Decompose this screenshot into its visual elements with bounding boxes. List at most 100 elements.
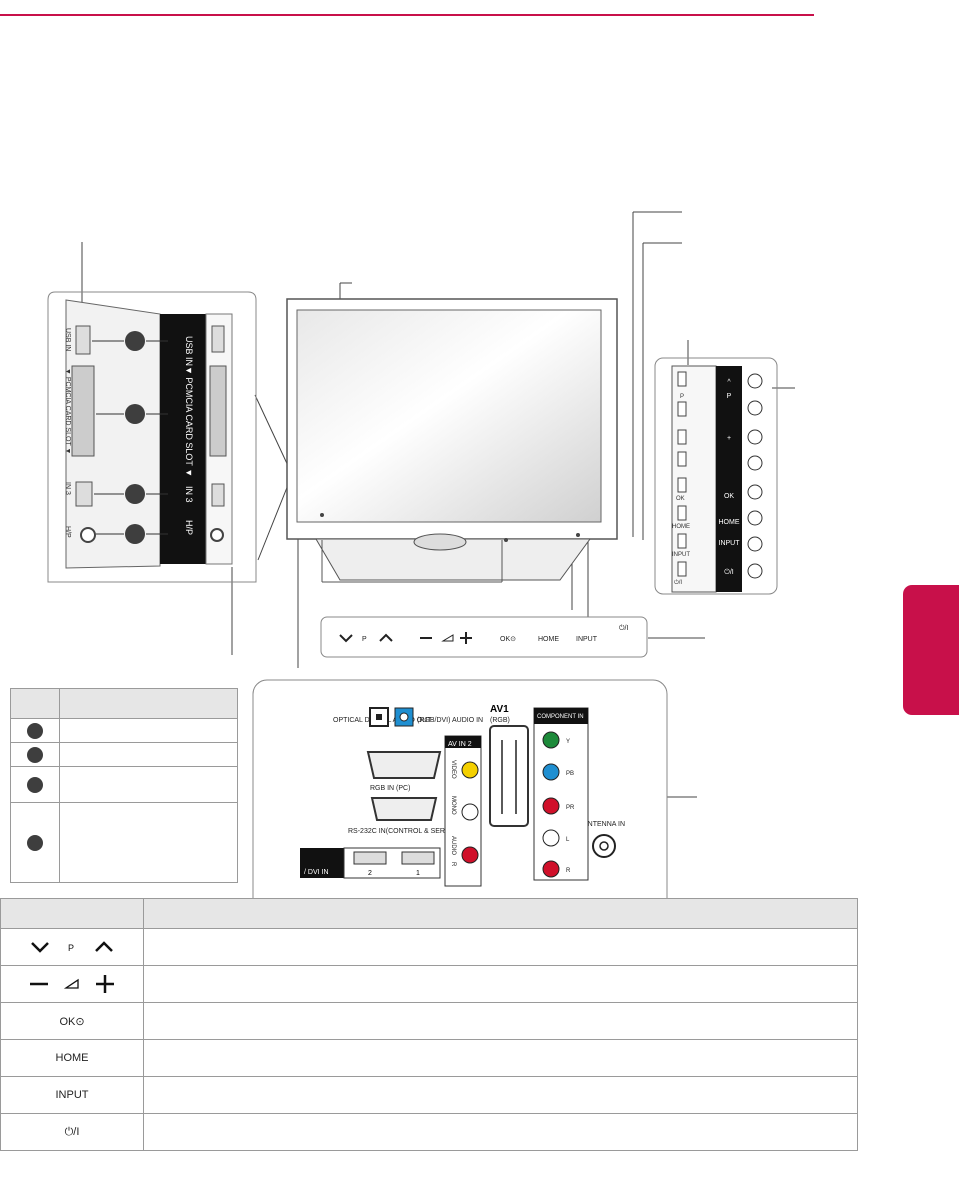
av-audio-label: AUDIO	[450, 836, 456, 855]
key-row-2-marker	[10, 742, 60, 767]
front-home-label: HOME	[538, 636, 559, 643]
callout-marker-2	[125, 404, 145, 424]
component-pr-label: PR	[566, 805, 575, 811]
ok-button-cell: OK⊙	[0, 1002, 144, 1040]
input-button-cell: INPUT	[0, 1076, 144, 1114]
av-video-jack	[461, 761, 479, 779]
side-hdmi-label: IN 3	[64, 482, 71, 495]
svg-text:+: +	[727, 435, 731, 442]
component-pb-jack	[542, 763, 560, 781]
channel-button-cell: P	[0, 928, 144, 966]
key-table-header-desc	[59, 688, 238, 719]
key-table-header-num	[10, 688, 60, 719]
tv-diagram: USB IN ▼ PCMCIA CARD SLOT ▼ IN 3 H/P USB…	[47, 211, 795, 919]
volume-up-icon	[747, 429, 763, 445]
component-pr-jack	[542, 797, 560, 815]
volume-desc	[143, 965, 858, 1003]
strip-input-label: INPUT	[719, 540, 741, 547]
front-power-label: ⏻/I	[619, 624, 628, 632]
home-desc	[143, 1039, 858, 1077]
hdmi-port-1-label: 1	[416, 870, 420, 877]
front-control-bar	[320, 616, 648, 658]
component-r-label: R	[566, 868, 571, 874]
hdmi-port-2-label: 2	[368, 870, 372, 877]
power-desc	[143, 1113, 858, 1151]
callout-marker-4	[125, 524, 145, 544]
av-video-label: VIDEO	[450, 760, 456, 779]
strip-pcmcia-label: ▼ PCMCIA CARD SLOT ▼	[184, 366, 194, 477]
side-input-label: INPUT	[672, 552, 690, 558]
pcmcia-slot	[71, 365, 95, 457]
input-arrow-icon	[747, 536, 763, 552]
component-y-label: Y	[566, 739, 570, 745]
home-h-icon	[747, 510, 763, 526]
volume-down-icon	[747, 455, 763, 471]
input-icon: INPUT	[55, 1089, 89, 1101]
antenna-label: ANTENNA IN	[583, 821, 625, 828]
component-y-jack	[542, 731, 560, 749]
channel-up-icon	[747, 373, 763, 389]
hdmi-dvi-label: / DVI IN	[304, 869, 329, 876]
component-l-label: L	[566, 837, 570, 843]
input-desc	[143, 1076, 858, 1114]
hdmi-port-1	[401, 851, 435, 865]
key-row-2-desc	[59, 742, 238, 767]
rs232-port	[370, 797, 438, 821]
key-row-3-desc	[59, 766, 238, 803]
rgb-pc-port	[366, 751, 442, 779]
strip-usb-label: USB IN	[184, 336, 194, 366]
strip-power-label: ⏻/I	[724, 568, 733, 576]
tv-stand	[315, 538, 591, 581]
svg-text:^: ^	[727, 379, 731, 386]
av-audio-l-jack	[461, 803, 479, 821]
side-pcmcia-label: ▼ PCMCIA CARD SLOT ▼	[64, 368, 71, 454]
side-control-panel	[654, 357, 778, 595]
side-p-label: P	[680, 394, 684, 400]
power-button-cell: ⏻/I	[0, 1113, 144, 1151]
ok-check-icon	[747, 484, 763, 500]
strip-p-label: P	[727, 393, 732, 400]
av1-label: AV1	[490, 704, 509, 715]
description-col-header	[143, 898, 858, 929]
panel-label-strip	[160, 314, 206, 564]
strip-hp-label: H/P	[184, 520, 194, 535]
rgb-pc-label: RGB IN (PC)	[370, 785, 410, 792]
home-icon: HOME	[55, 1052, 89, 1064]
power-icon	[747, 563, 763, 579]
component-r-jack	[542, 860, 560, 878]
power-icon: ⏻/I	[64, 1125, 80, 1138]
side-home-label: HOME	[672, 524, 690, 530]
rs232-label: RS-232C IN(CONTROL & SERVICE)	[348, 828, 464, 835]
av1-sub-label: (RGB)	[490, 717, 510, 724]
hdmi-port-2	[353, 851, 387, 865]
hp-jack	[80, 527, 96, 543]
key-row-3-marker	[10, 766, 60, 803]
av-mono-label: MONO	[450, 796, 456, 815]
strip-ok-label: OK	[724, 493, 734, 500]
key-row-4-marker	[10, 802, 60, 883]
hdmi-port	[75, 481, 93, 507]
front-p-label: P	[362, 636, 367, 643]
callout-marker-3	[125, 484, 145, 504]
scart-av1-port	[489, 725, 529, 827]
button-function-table: P OK⊙ HOME INPUT ⏻/I	[0, 898, 858, 1151]
strip-home-label: HOME	[719, 519, 740, 526]
channel-up-down-icon: P	[31, 941, 113, 953]
av-in2-label: AV IN 2	[448, 741, 472, 748]
volume-button-cell	[0, 965, 144, 1003]
button-col-header	[0, 898, 144, 929]
usb-port	[75, 325, 91, 355]
component-pb-label: PB	[566, 771, 574, 777]
tv-screen	[296, 309, 602, 523]
av-audio-r-jack	[461, 846, 479, 864]
key-row-1-marker	[10, 718, 60, 743]
component-l-jack	[542, 829, 560, 847]
channel-p-label: P	[68, 943, 74, 953]
volume-up-down-icon	[30, 975, 114, 993]
hdmi-logo-box	[300, 848, 344, 878]
channel-desc	[143, 928, 858, 966]
side-ok-label: OK	[676, 496, 685, 502]
home-button-cell: HOME	[0, 1039, 144, 1077]
callout-marker-1	[125, 331, 145, 351]
callout-key-table	[10, 688, 238, 883]
